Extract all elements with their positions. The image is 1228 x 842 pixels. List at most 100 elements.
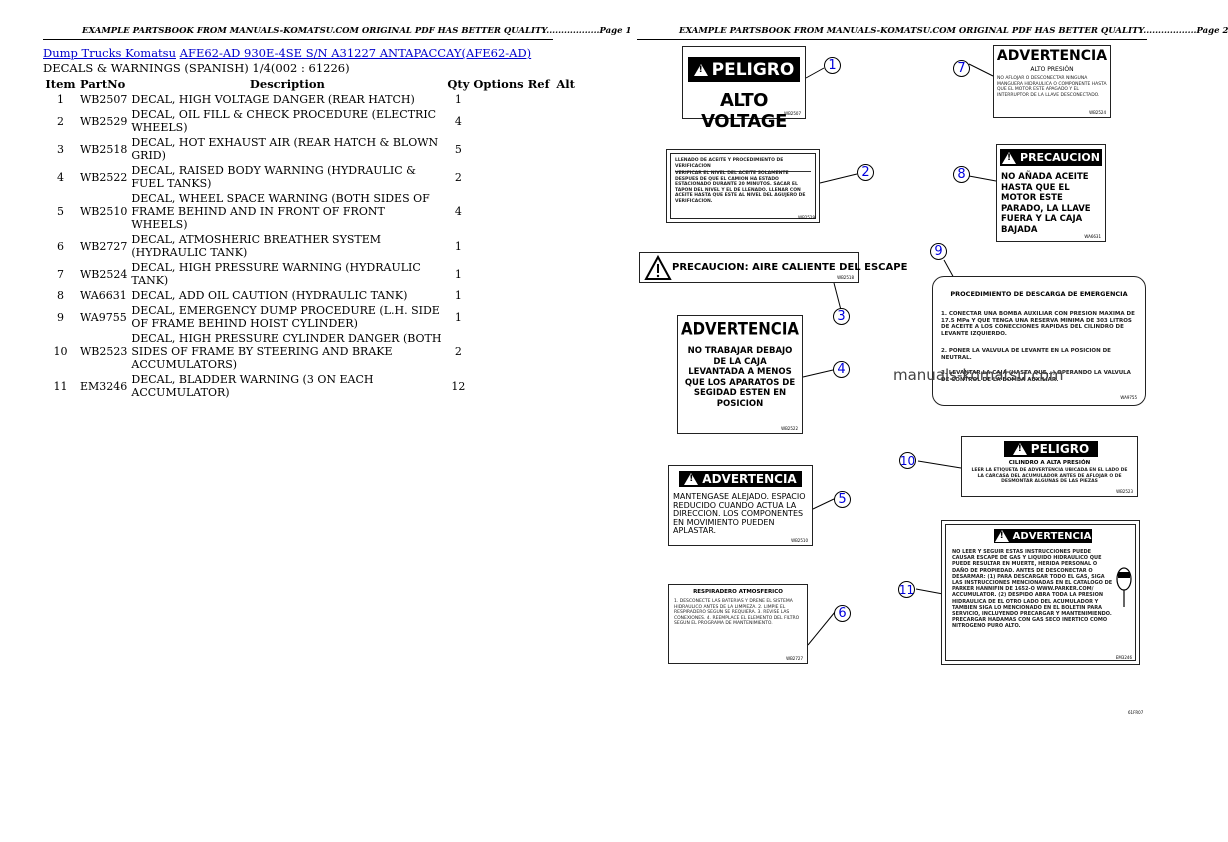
callout-4: 4 — [833, 361, 850, 378]
description-cell: DECAL, RAISED BODY WARNING (HYDRAULIC & … — [131, 164, 416, 190]
qty-cell: 4 — [454, 205, 462, 218]
decal-10-bar-text: PELIGRO — [1030, 442, 1090, 456]
section-title: DECALS & WARNINGS (SPANISH) 1/4(002 : 61… — [43, 61, 350, 75]
qty-cell: 5 — [454, 142, 462, 156]
callout-9: 9 — [930, 243, 947, 260]
col-item: Item — [45, 77, 76, 91]
decal-1-danger-bar: PELIGRO — [688, 57, 800, 82]
decal-8-code: WA6631 — [1084, 234, 1101, 239]
decal-10-code: WB2523 — [1116, 489, 1133, 494]
decal-2-inner-border — [670, 153, 816, 219]
decal-11-warning-bar: ADVERTENCIA — [994, 529, 1092, 543]
qty-cell: 1 — [454, 267, 462, 281]
decal-9-title: PROCEDIMIENTO DE DESCARGA DE EMERGENCIA — [950, 290, 1128, 298]
decal-8-caution-bar: PRECAUCION — [1000, 149, 1102, 166]
decal-5-code: WB2510 — [791, 538, 808, 543]
decal-11-inner-border — [945, 524, 1136, 661]
decal-3-main-text: PRECAUCION: AIRE CALIENTE DEL ESCAPE — [672, 262, 908, 273]
warning-triangle-icon — [994, 530, 1009, 542]
decal-6-title: RESPIRADERO ATMOSFERICO — [693, 589, 783, 595]
accumulator-icon — [1116, 567, 1132, 607]
partno-cell: WB2524 — [80, 267, 128, 281]
description-cell: DECAL, BLADDER WARNING (3 ON EACH ACCUMU… — [131, 373, 374, 399]
decal-9-step-1: 1. CONECTAR UNA BOMBA AUXILIAR CON PRESI… — [941, 311, 1135, 337]
decal-1-high-voltage: PELIGRO ALTO VOLTAGE WB2507 — [682, 46, 806, 132]
decal-8-main-text: NO AÑADA ACEITE HASTA QUE EL MOTOR ESTE … — [1001, 172, 1091, 235]
decal-2-body: VERIFICAR EL NIVEL DEL ACEITE SOLAMENTE … — [675, 171, 806, 204]
item-cell: 8 — [57, 289, 64, 302]
decal-6-breather: RESPIRADERO ATMOSFERICO 1. DESCONECTE LA… — [668, 584, 808, 664]
description-cell: DECAL, EMERGENCY DUMP PROCEDURE (L.H. SI… — [131, 304, 440, 330]
item-cell: 1 — [57, 93, 64, 106]
callout-leader-lines — [802, 63, 997, 646]
decal-9-code: WA9755 — [1120, 395, 1137, 400]
figure-code: 61FR07 — [1128, 710, 1144, 715]
callout-5: 5 — [834, 491, 851, 508]
qty-cell: 2 — [454, 170, 462, 184]
decal-9-step-2: 2. PONER LA VALVULA DE LEVANTE EN LA POS… — [941, 348, 1111, 361]
callout-6: 6 — [834, 605, 851, 622]
breadcrumb-link-category[interactable]: Dump Trucks Komatsu — [43, 46, 176, 60]
decal-5-wheel-space: ADVERTENCIA MANTENGASE ALEJADO. ESPACIO … — [668, 465, 813, 546]
description-cell: DECAL, ADD OIL CAUTION (HYDRAULIC TANK) — [131, 289, 408, 302]
decal-10-danger-bar: PELIGRO — [1004, 441, 1098, 457]
decal-7-code: WB2524 — [1089, 110, 1106, 115]
decal-2-title: LLENADO DE ACEITE Y PROCEDIMIENTO DE VER… — [675, 158, 811, 172]
item-cell: 2 — [57, 114, 64, 128]
decal-7-high-pressure: ADVERTENCIA ALTO PRESIÓN NO AFLOJAR O DE… — [993, 45, 1111, 118]
table-row: 8 WA6631 DECAL, ADD OIL CAUTION (HYDRAULIC… — [43, 288, 580, 303]
decal-1-code: WB2507 — [784, 111, 801, 116]
decal-6-body: 1. DESCONECTE LAS BATERIAS Y DRENE EL SI… — [674, 599, 800, 626]
decal-7-bar-text: ADVERTENCIA — [996, 48, 1108, 64]
partno-cell: WB2507 — [80, 93, 128, 106]
decal-10-cylinder-danger: PELIGRO CILINDRO A ALTA PRESIÓN LEER LA … — [961, 436, 1138, 497]
breadcrumb: Dump Trucks Komatsu AFE62-AD 930E-4SE S/… — [43, 46, 531, 60]
col-description: Description — [249, 77, 325, 91]
callout-2: 2 — [857, 164, 874, 181]
partno-cell: WB2523 — [80, 345, 128, 358]
warning-triangle-icon — [1012, 443, 1027, 455]
partno-cell: WB2518 — [80, 142, 128, 156]
parts-table: Item PartNo Description Qty Options Ref … — [43, 77, 580, 400]
watermark: manuals-komatsu.com — [893, 366, 1064, 384]
description-cell: DECAL, OIL FILL & CHECK PROCEDURE (ELECT… — [131, 108, 437, 134]
col-alt: Alt — [556, 77, 575, 91]
description-cell: DECAL, HIGH PRESSURE CYLINDER DANGER (BO… — [131, 332, 442, 371]
qty-cell: 1 — [454, 310, 462, 324]
partno-cell: WB2529 — [80, 114, 128, 128]
decal-9-step-3: 3. LEVANTAR LA CAJA (HASTA QUE...) OPERA… — [941, 370, 1131, 383]
decal-5-bar-text: ADVERTENCIA — [702, 472, 797, 486]
callout-7: 7 — [953, 60, 970, 77]
item-cell: 11 — [53, 379, 68, 393]
breadcrumb-link-model[interactable]: AFE62-AD 930E-4SE S/N A31227 ANTAPACCAY(… — [179, 46, 532, 60]
decal-11-bar-text: ADVERTENCIA — [1012, 530, 1092, 542]
callout-10: 10 — [899, 452, 916, 469]
qty-cell: 12 — [451, 379, 466, 393]
item-cell: 7 — [57, 267, 64, 281]
decal-3-code: WB2518 — [837, 275, 854, 280]
decal-10-subtitle: CILINDRO A ALTA PRESIÓN — [1008, 460, 1091, 466]
partno-cell: WB2510 — [80, 205, 128, 218]
decal-7-subtitle: ALTO PRESIÓN — [1030, 66, 1074, 73]
decal-5-main-text: MANTENGASE ALEJADO. ESPACIO REDUCIDO CUA… — [673, 492, 806, 535]
decal-2-oil-fill: LLENADO DE ACEITE Y PROCEDIMIENTO DE VER… — [666, 149, 820, 223]
decal-4-bar-text: ADVERTENCIA — [680, 318, 800, 340]
decal-9-emergency-dump: PROCEDIMIENTO DE DESCARGA DE EMERGENCIA … — [932, 276, 1146, 406]
qty-cell: 2 — [454, 345, 462, 358]
description-cell: DECAL, WHEEL SPACE WARNING (BOTH SIDES O… — [131, 192, 430, 231]
col-ref: Ref — [527, 77, 550, 91]
warning-triangle-icon — [693, 63, 708, 76]
page-header-right: EXAMPLE PARTSBOOK FROM MANUALS-KOMATSU.C… — [679, 26, 1228, 36]
item-cell: 4 — [57, 170, 64, 184]
decal-11-body: NO LEER Y SEGUIR ESTAS INSTRUCCIONES PUE… — [952, 549, 1113, 630]
partno-cell: WA6631 — [80, 289, 127, 302]
description-cell: DECAL, HIGH VOLTAGE DANGER (REAR HATCH) — [131, 93, 415, 106]
